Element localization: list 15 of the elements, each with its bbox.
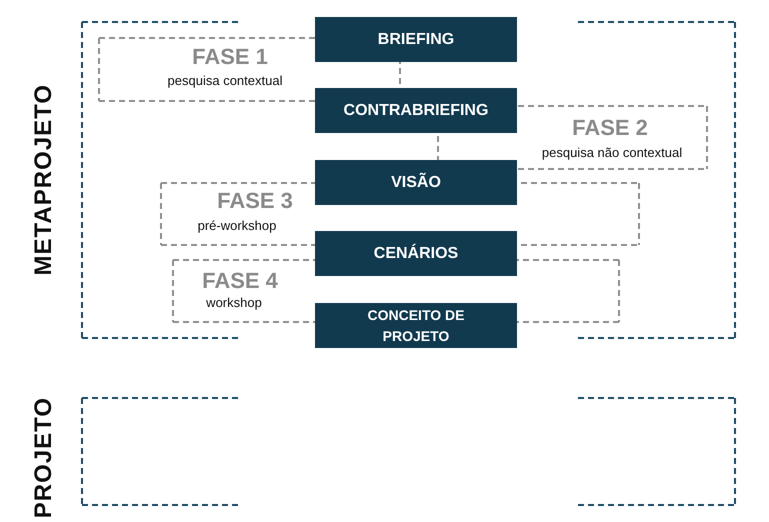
phase-title: FASE 3: [217, 188, 293, 214]
process-box: CENÁRIOS: [315, 231, 517, 276]
phase-subtitle: pesquisa contextual: [168, 73, 282, 88]
phase-title: FASE 1: [192, 44, 268, 70]
process-box: VISÃO: [315, 160, 517, 205]
process-box: CONTRABRIEFING: [315, 88, 517, 133]
phase-title: FASE 2: [572, 115, 648, 141]
phase-subtitle: pesquisa não contextual: [542, 145, 682, 160]
phase-subtitle: pré-workshop: [198, 218, 276, 233]
section-label: METAPROJETO: [30, 84, 58, 276]
process-box: BRIEFING: [315, 17, 517, 62]
phase-title: FASE 4: [202, 268, 278, 294]
section-label: PROJETO: [30, 397, 58, 519]
process-box: CONCEITO DE PROJETO: [315, 303, 517, 348]
phase-subtitle: workshop: [206, 295, 262, 310]
